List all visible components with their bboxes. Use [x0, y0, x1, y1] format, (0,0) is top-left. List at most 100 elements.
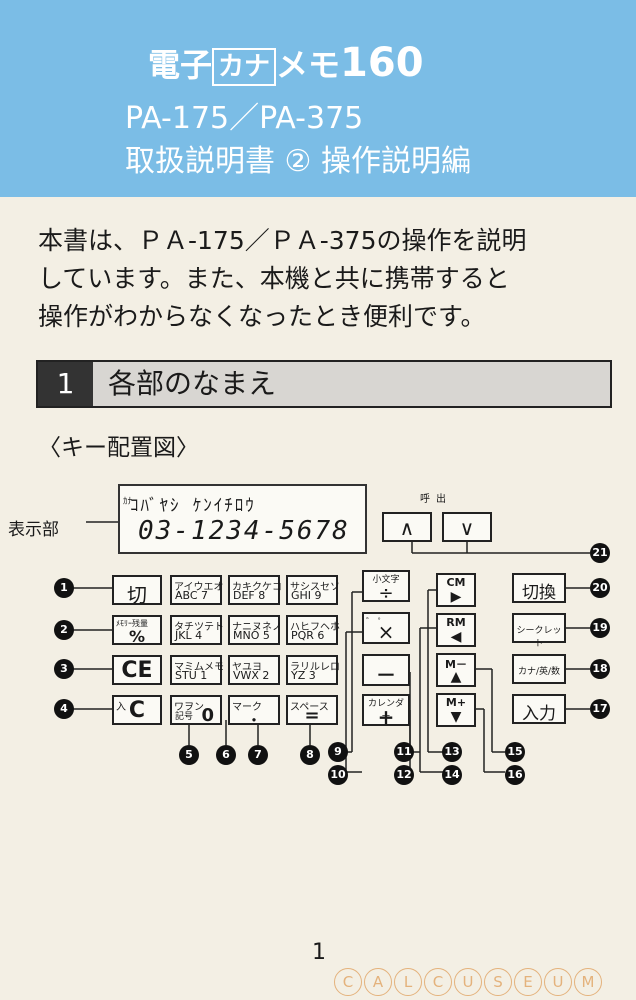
cm-key[interactable]: CM▶	[436, 573, 476, 607]
title-prefix: 電子	[148, 46, 213, 84]
callout-badge: 3	[54, 659, 74, 679]
callout-badge: 20	[590, 578, 610, 598]
key-label: %	[128, 627, 146, 646]
kana-mode-key[interactable]: カナ/英/数	[512, 654, 566, 684]
key-label: カナ/英/数	[517, 667, 561, 677]
callout-badge: 1	[54, 578, 74, 598]
key-label: VWX 2	[233, 669, 270, 682]
callout-badge: 11	[394, 742, 414, 762]
lcd-display: ｶﾅ ｺﾊﾞﾔｼ ｹﾝｲﾁﾛｳ 03-1234-5678	[118, 484, 367, 554]
key-label: シークレット	[516, 626, 562, 649]
watermark-letter: C	[334, 968, 362, 996]
divide-key[interactable]: 小文字÷	[362, 570, 410, 604]
title-suffix: メモ	[276, 46, 341, 84]
diagram-caption: 〈キー配置図〉	[38, 435, 199, 461]
callout-badge: 6	[216, 745, 236, 765]
plus-key[interactable]: カレンダー+	[362, 694, 410, 729]
callout-badge: 8	[300, 745, 320, 765]
callout-badge: 15	[505, 742, 525, 762]
callout-badge: 10	[328, 765, 348, 785]
lcd-line-1: ｺﾊﾞﾔｼ ｹﾝｲﾁﾛｳ	[130, 496, 256, 516]
intro-line: 操作がわからなくなったとき便利です。	[38, 302, 486, 331]
minus-key[interactable]: －	[362, 654, 410, 687]
key-label: ・	[245, 711, 262, 730]
key-label: 切換	[522, 583, 556, 603]
up-key[interactable]: ∧	[382, 512, 432, 542]
off-key[interactable]: 切	[112, 575, 162, 607]
product-title: 電子カナメモ160	[148, 40, 424, 86]
watermark-letter: M	[574, 968, 602, 996]
memory-percent-key[interactable]: ﾒﾓﾘｰ残量%	[112, 615, 162, 646]
key-label: CM	[446, 576, 466, 589]
call-label: 呼出	[420, 494, 452, 505]
callout-badge: 21	[590, 543, 610, 563]
multiply-key[interactable]: ゛ ゜×	[362, 612, 410, 644]
rm-key[interactable]: RM◀	[436, 613, 476, 647]
callout-badge: 5	[179, 745, 199, 765]
key-label: マーク	[232, 702, 262, 713]
watermark-letter: C	[424, 968, 452, 996]
key-label: MNO 5	[233, 629, 270, 642]
watermark-letter: U	[454, 968, 482, 996]
key-label: YZ 3	[291, 669, 316, 682]
key-label: アイウエオ	[174, 582, 224, 593]
key-label: RM	[446, 616, 466, 629]
page-number: 1	[312, 940, 326, 965]
m-minus-key[interactable]: M－▲	[436, 653, 476, 687]
key-label: PQR 6	[291, 629, 325, 642]
key-label: ハヒフヘホ	[290, 622, 340, 633]
key-label: =	[304, 705, 320, 726]
switch-key[interactable]: 切換	[512, 573, 566, 603]
section-title: 各部のなまえ	[108, 367, 277, 400]
manual-subtitle: 取扱説明書 ② 操作説明編	[125, 144, 471, 179]
key-label: +	[377, 705, 395, 729]
callout-badge: 4	[54, 699, 74, 719]
secret-key[interactable]: シークレット	[512, 613, 566, 649]
callout-badge: 9	[328, 742, 348, 762]
title-box: カナ	[212, 48, 277, 86]
m-plus-key[interactable]: M+▼	[436, 693, 476, 727]
input-key[interactable]: 入力	[512, 694, 566, 724]
key-label: ワヲン	[174, 702, 204, 713]
key-label: サシスセソ	[290, 582, 340, 593]
key-label: －	[376, 663, 396, 687]
key-label: 入力	[522, 704, 556, 724]
key-label: 0	[201, 705, 214, 726]
key-label: ﾒﾓﾘｰ残量	[116, 619, 148, 628]
display-label: 表示部	[8, 520, 59, 540]
model-numbers: PA-175／PA-375	[125, 101, 364, 136]
space-key[interactable]: スペース=	[286, 695, 338, 726]
up-triangle-icon: ▲	[450, 669, 462, 685]
key-label: JKL 4	[175, 629, 203, 642]
key-label: ABC 7	[175, 589, 209, 602]
key-label: ÷	[378, 583, 394, 604]
down-key[interactable]: ∨	[442, 512, 492, 542]
key-label: カキクケコ	[232, 582, 282, 593]
key-label: C	[128, 698, 146, 723]
mark-key[interactable]: マーク・	[228, 695, 280, 730]
key-label: M－	[445, 658, 467, 671]
callout-badge: 16	[505, 765, 525, 785]
ce-key[interactable]: CE	[112, 655, 162, 685]
section-number: 1	[38, 362, 93, 406]
key-label: GHI 9	[291, 589, 322, 602]
callout-badge: 19	[590, 618, 610, 638]
watermark-letter: S	[484, 968, 512, 996]
kana-indicator: ｶﾅ	[123, 497, 133, 507]
watermark-letter: L	[394, 968, 422, 996]
key-label: CE	[121, 658, 153, 683]
down-triangle-icon: ▼	[450, 709, 462, 725]
intro-line: 本書は、ＰＡ-175／ＰＡ-375の操作を説明	[38, 226, 527, 255]
